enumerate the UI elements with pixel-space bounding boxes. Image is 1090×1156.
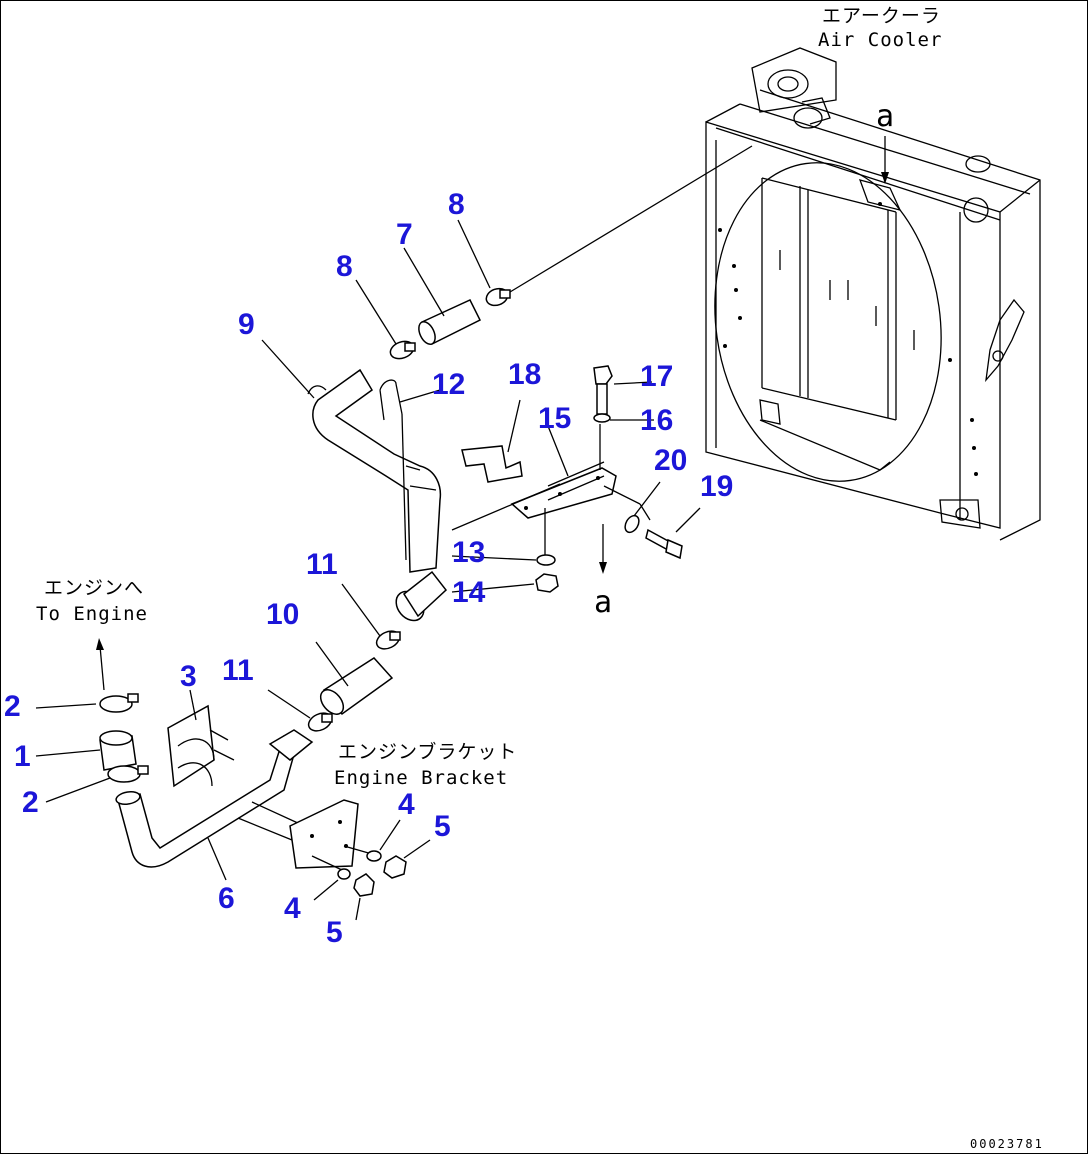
callout-8-right: 8: [448, 188, 465, 221]
callout-4-left: 4: [284, 892, 301, 925]
callout-1: 1: [14, 740, 31, 773]
upper-pipe-group: [307, 287, 511, 732]
pipe-centerline: [509, 145, 753, 293]
callout-15: 15: [538, 402, 571, 435]
callout-14: 14: [452, 576, 486, 609]
view-ref-a-top: a: [876, 99, 894, 134]
callout-12: 12: [432, 368, 465, 401]
air-cooler-caption-en: Air Cooler: [818, 29, 942, 51]
leader-lines: [35, 219, 701, 921]
callout-16: 16: [640, 404, 673, 437]
callout-18: 18: [508, 358, 541, 391]
lower-pipe-group: [96, 638, 407, 897]
air-cooler-assembly: [705, 47, 1041, 541]
engine-bracket-caption-jp: エンジンブラケット: [338, 740, 517, 763]
to-engine-caption-jp: エンジンへ: [44, 577, 144, 599]
bracket-group: [451, 365, 683, 593]
view-ref-a-bottom: a: [594, 585, 612, 620]
callout-5-right: 5: [434, 810, 451, 843]
callout-17: 17: [640, 360, 673, 393]
callout-8-left: 8: [336, 250, 353, 283]
callout-5-left: 5: [326, 916, 343, 949]
callout-10: 10: [266, 598, 299, 631]
callout-3: 3: [180, 660, 197, 693]
callout-11-upper: 11: [306, 548, 338, 581]
callout-2-upper: 2: [4, 690, 21, 723]
callout-20: 20: [654, 444, 687, 477]
callout-13: 13: [452, 536, 485, 569]
callout-19: 19: [700, 470, 733, 503]
callout-4-right: 4: [398, 788, 415, 821]
callout-6: 6: [218, 882, 235, 915]
engine-bracket-caption-en: Engine Bracket: [334, 767, 508, 789]
callout-9: 9: [238, 308, 255, 341]
drawing-number: 00023781: [970, 1137, 1044, 1151]
callout-11-lower: 11: [222, 654, 254, 687]
air-cooler-caption-jp: エアークーラ: [822, 5, 941, 27]
to-engine-caption-en: To Engine: [36, 603, 148, 625]
callout-7: 7: [396, 218, 413, 251]
callout-2-lower: 2: [22, 786, 39, 819]
